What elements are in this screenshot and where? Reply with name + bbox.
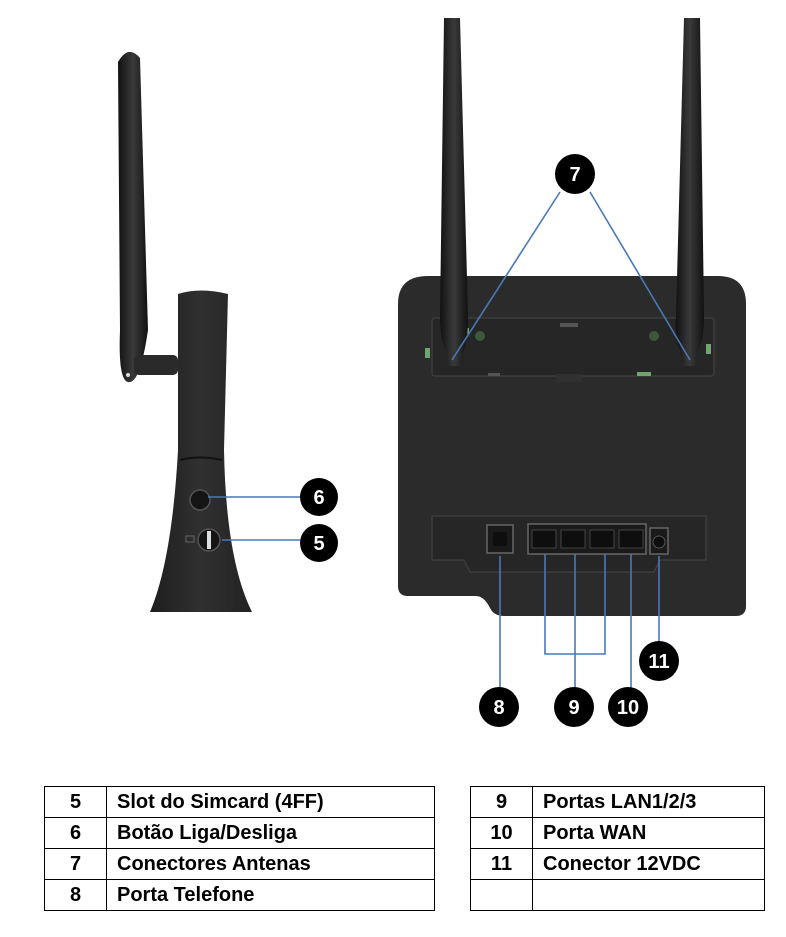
callout-5-label: 5 <box>313 533 324 555</box>
ethernet-ports <box>527 523 647 555</box>
leader-lines <box>208 191 691 688</box>
router-diagram: 6 5 7 8 9 10 11 <box>118 18 746 727</box>
legend-table-left: 5 Slot do Simcard (4FF) 6 Botão Liga/Des… <box>44 786 435 911</box>
legend-number: 11 <box>470 848 533 880</box>
side-antenna-hinge <box>134 355 178 375</box>
legend-row: 8 Porta Telefone <box>44 879 435 911</box>
callout-7-label: 7 <box>569 164 580 186</box>
callout-9: 9 <box>554 687 594 727</box>
legend-number: 10 <box>470 817 533 849</box>
legend-row <box>470 879 765 911</box>
legend-row: 5 Slot do Simcard (4FF) <box>44 786 435 818</box>
callout-7: 7 <box>555 154 595 194</box>
callout-11-label: 11 <box>648 651 669 673</box>
callout-6: 6 <box>300 478 338 516</box>
legend-number: 7 <box>44 848 107 880</box>
back-antenna-right <box>675 18 704 366</box>
legend-text: Porta Telefone <box>106 879 435 911</box>
legend-text: Conector 12VDC <box>532 848 765 880</box>
legend-text: Botão Liga/Desliga <box>106 817 435 849</box>
legend-row: 11 Conector 12VDC <box>470 848 765 880</box>
side-view <box>118 51 252 612</box>
legend-number <box>470 879 533 911</box>
legend-text: Porta WAN <box>532 817 765 849</box>
legend-row: 7 Conectores Antenas <box>44 848 435 880</box>
legend-row: 6 Botão Liga/Desliga <box>44 817 435 849</box>
legend-text: Slot do Simcard (4FF) <box>106 786 435 818</box>
legend-number: 8 <box>44 879 107 911</box>
legend-number: 5 <box>44 786 107 818</box>
phone-port <box>486 524 514 554</box>
legend-text <box>532 879 765 911</box>
callout-10: 10 <box>608 687 648 727</box>
callout-5: 5 <box>300 524 338 562</box>
legend-table-right: 9 Portas LAN1/2/3 10 Porta WAN 11 Conect… <box>470 786 765 911</box>
callout-8-label: 8 <box>493 697 504 719</box>
legend-number: 9 <box>470 786 533 818</box>
legend-text: Portas LAN1/2/3 <box>532 786 765 818</box>
side-antenna <box>118 51 148 383</box>
callout-8: 8 <box>479 687 519 727</box>
power-button <box>189 489 211 511</box>
callout-11: 11 <box>639 641 679 681</box>
callout-9-label: 9 <box>568 697 579 719</box>
legend-row: 9 Portas LAN1/2/3 <box>470 786 765 818</box>
back-antenna-left <box>440 18 468 366</box>
back-view <box>398 18 746 616</box>
legend-row: 10 Porta WAN <box>470 817 765 849</box>
legend-number: 6 <box>44 817 107 849</box>
callout-6-label: 6 <box>313 487 324 509</box>
legend-text: Conectores Antenas <box>106 848 435 880</box>
side-body <box>150 290 252 612</box>
callout-10-label: 10 <box>617 697 639 719</box>
